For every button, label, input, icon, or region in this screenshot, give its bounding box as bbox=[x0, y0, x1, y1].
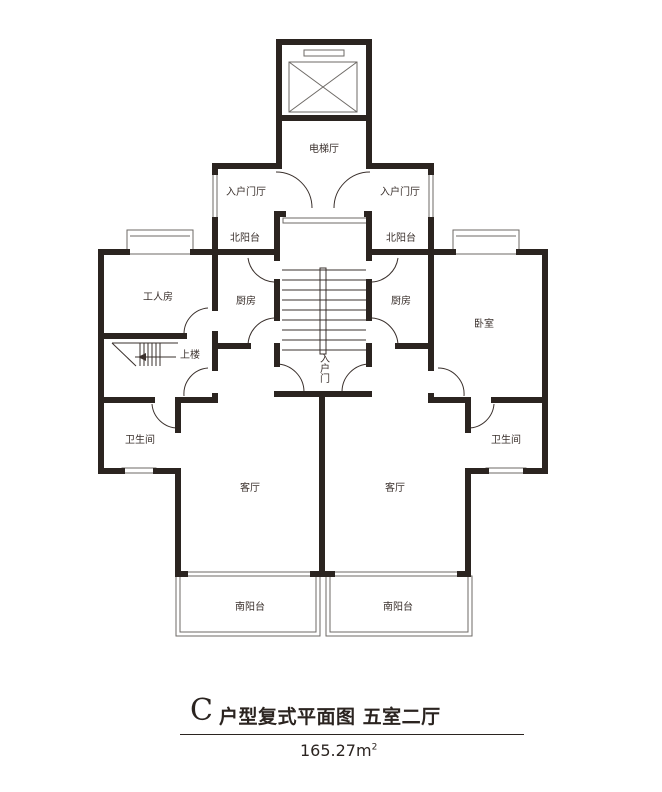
label-south-balcony-left: 南阳台 bbox=[235, 600, 265, 613]
stair-arrow-icon bbox=[138, 353, 146, 361]
windows bbox=[121, 49, 527, 637]
label-living-right: 客厅 bbox=[385, 481, 405, 494]
page-title: 户型复式平面图 五室二厅 bbox=[219, 706, 441, 728]
label-living-left: 客厅 bbox=[240, 481, 260, 494]
area-value: 165.27m bbox=[300, 741, 372, 760]
floor-plan: 电梯厅 入户门厅 入户门厅 北阳台 北阳台 工人房 厨房 厨房 卧室 上楼 入户… bbox=[98, 39, 548, 637]
label-bathroom-right: 卫生间 bbox=[491, 433, 521, 446]
label-kitchen-left: 厨房 bbox=[236, 294, 256, 307]
label-entry-hall-right: 入户门厅 bbox=[380, 185, 420, 198]
label-kitchen-right: 厨房 bbox=[391, 294, 411, 307]
area-label: 165.27m2 bbox=[300, 741, 377, 760]
label-elevator-hall: 电梯厅 bbox=[309, 142, 339, 155]
room-labels: 电梯厅 入户门厅 入户门厅 北阳台 北阳台 工人房 厨房 厨房 卧室 上楼 入户… bbox=[125, 142, 521, 613]
label-north-balcony-right: 北阳台 bbox=[386, 231, 416, 244]
staircase bbox=[111, 267, 366, 367]
label-bedroom: 卧室 bbox=[474, 317, 494, 330]
label-south-balcony-right: 南阳台 bbox=[383, 600, 413, 613]
walls bbox=[98, 39, 548, 577]
title-divider bbox=[180, 734, 524, 735]
label-entrance-door: 入户门 bbox=[318, 353, 330, 384]
label-north-balcony-left: 北阳台 bbox=[230, 231, 260, 244]
label-entry-hall-left: 入户门厅 bbox=[226, 185, 266, 198]
area-unit-superscript: 2 bbox=[371, 742, 378, 753]
label-bathroom-left: 卫生间 bbox=[125, 433, 155, 446]
title-letter: C bbox=[190, 693, 213, 728]
label-maid-room: 工人房 bbox=[143, 290, 173, 303]
door-swings bbox=[151, 171, 495, 429]
label-stairs-up: 上楼 bbox=[180, 348, 200, 361]
